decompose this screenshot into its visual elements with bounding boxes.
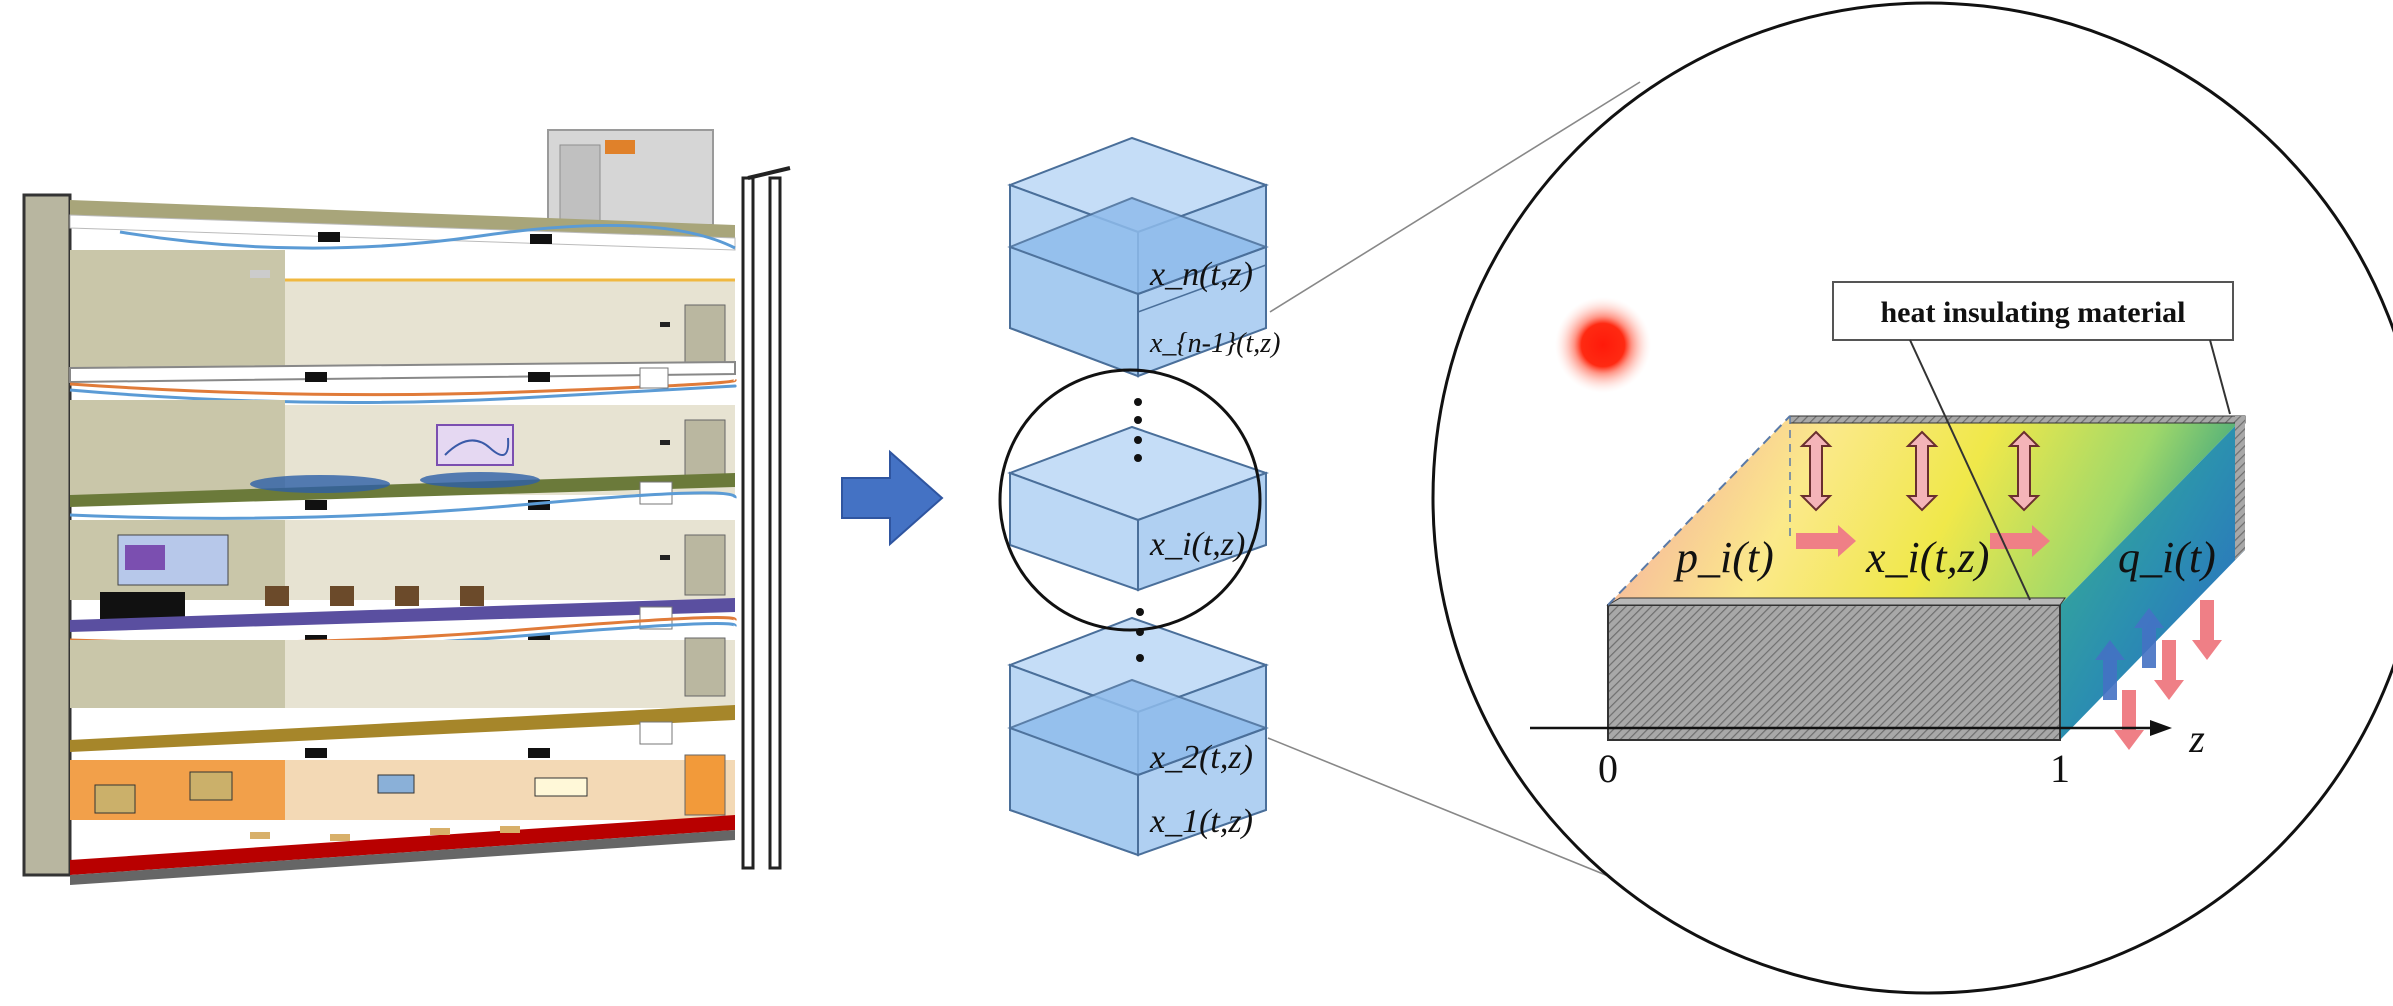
label-x2: x_2(t,z) [1149,739,1253,776]
axis-label-z: z [2188,716,2205,761]
layer-stack [1007,136,1269,857]
label-qi: q_i(t) [2118,533,2216,582]
ellipsis-dots [1134,398,1144,662]
label-x1: x_1(t,z) [1149,803,1253,840]
label-pi: p_i(t) [1673,533,1774,582]
label-xn: x_n(t,z) [1149,256,1253,293]
heat-flux-arrow-icon [1799,430,2041,512]
axis-label-zero: 0 [1598,746,1618,791]
label-xn-1: x_{n-1}(t,z) [1149,328,1280,359]
connector-line-lower [1267,737,1619,881]
connector-line-upper [1269,81,1641,313]
label-xi: x_i(t,z) [1149,526,1245,563]
sun-icon [1555,297,1651,393]
zoom-circle [998,368,1262,632]
axis-label-one: 1 [2050,746,2070,791]
detail-view: heat insulating material p_i(t) x_i(t,z)… [1431,1,2393,995]
flow-arrow-icon [841,449,944,547]
insulation-callout: heat insulating material [1881,296,2186,329]
building-cross-section-icon [22,129,791,885]
label-xi-detail: x_i(t,z) [1865,533,1989,582]
